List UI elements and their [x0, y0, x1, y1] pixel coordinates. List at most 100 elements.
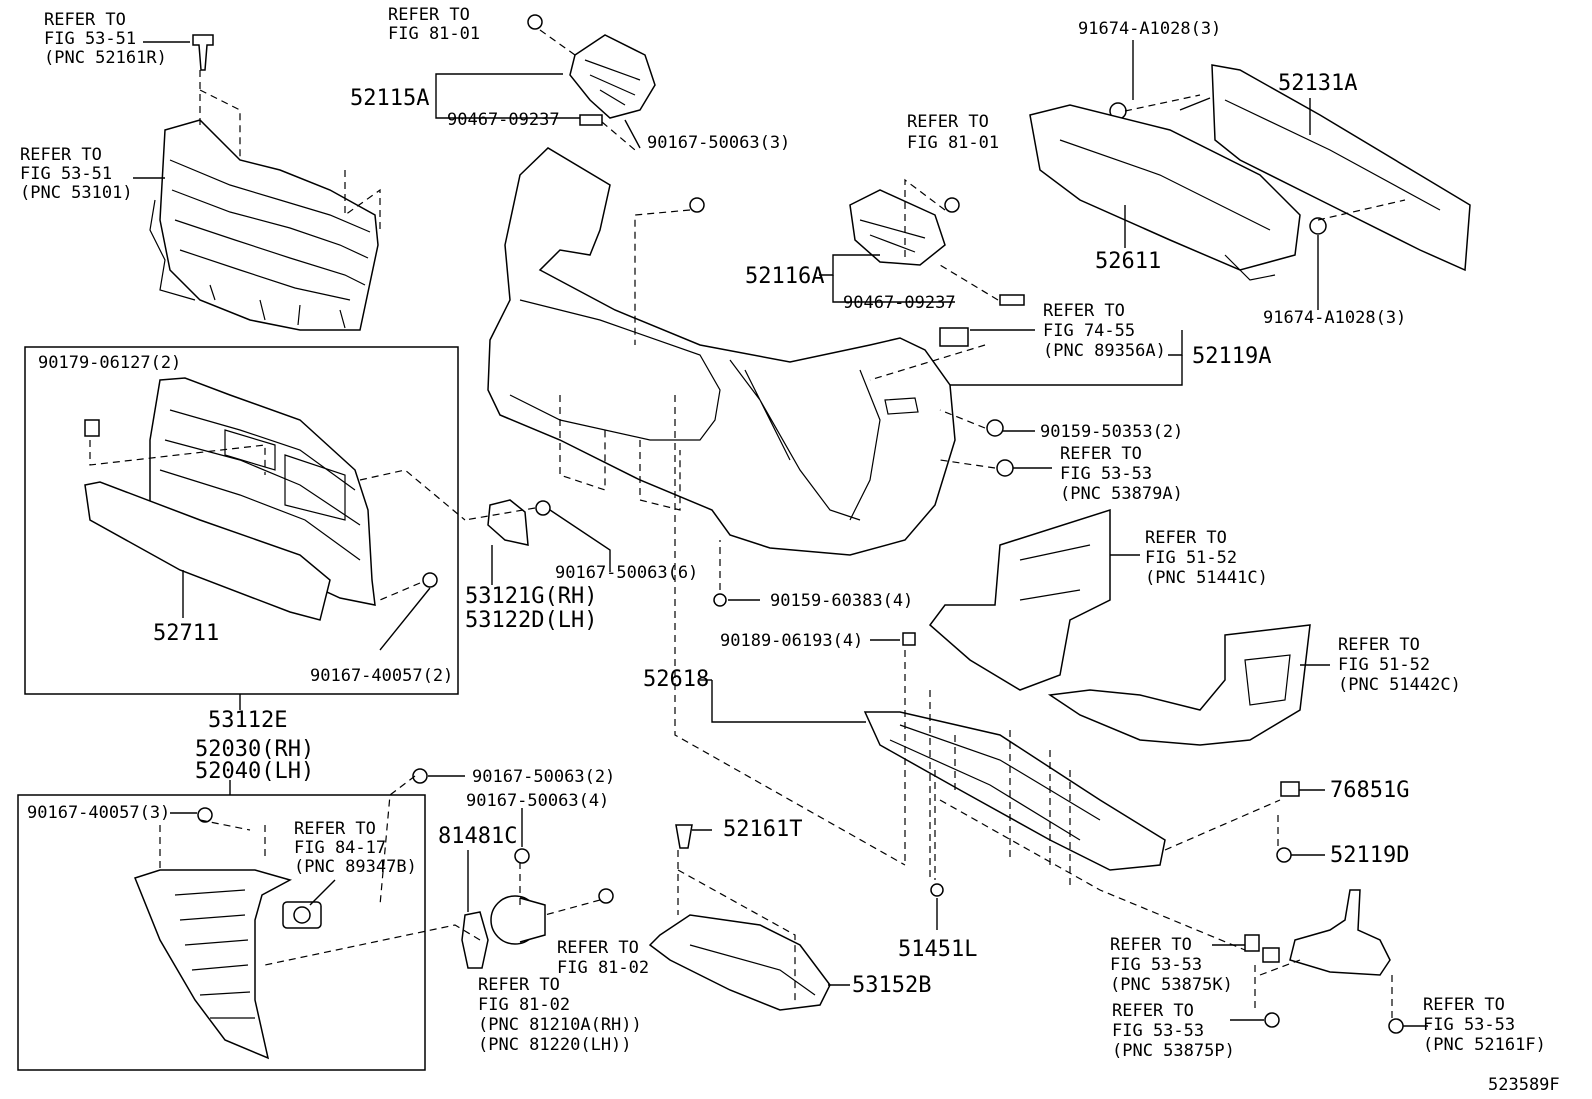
part-90179-06127: 90179-06127(2) [38, 353, 181, 373]
side-grille-assembly-box [17, 794, 426, 1071]
part-90467-09237-a: 90467-09237 [447, 110, 560, 130]
part-90167-40057-3: 90167-40057(3) [27, 803, 170, 823]
diagram-id: 523589F [1488, 1075, 1560, 1095]
absorber-52611-part [1029, 104, 1301, 281]
part-90167-50063-3: 90167-50063(3) [647, 133, 790, 153]
ref-81-01-a-l1: REFER TO [388, 5, 470, 25]
ref-51-52-a-l2: FIG 51-52 [1145, 548, 1237, 568]
part-52611: 52611 [1095, 249, 1161, 274]
ref-81-01-b-l2: FIG 81-01 [907, 133, 999, 153]
ref-53-51-b-l3: (PNC 53101) [20, 183, 133, 203]
bumper-cover-52119A-part [487, 147, 956, 556]
part-91674-top: 91674-A1028(3) [1078, 19, 1221, 39]
ref-53-53-d-l3: (PNC 52161F) [1423, 1035, 1546, 1055]
part-52040: 52040(LH) [195, 759, 314, 784]
part-52116A: 52116A [745, 264, 824, 289]
part-90167-50063-4: 90167-50063(4) [466, 791, 609, 811]
part-90467-09237-b: 90467-09237 [843, 293, 956, 313]
ref-53-53-c-l3: (PNC 53875P) [1112, 1041, 1235, 1061]
lower-cover-52618-part [863, 711, 1166, 871]
ref-81-02-b-l4: (PNC 81220(LH)) [478, 1035, 632, 1055]
part-52119D: 52119D [1330, 843, 1409, 868]
ref-81-01-b-l1: REFER TO [907, 112, 989, 132]
assembly-dashed-lines [89, 29, 1406, 1018]
ref-53-51-a-l2: FIG 53-51 [44, 29, 136, 49]
upper-grille-part [149, 119, 379, 331]
part-52161T: 52161T [723, 817, 802, 842]
part-53152B: 53152B [852, 973, 931, 998]
nut-90179-part [84, 419, 100, 437]
ref-53-53-a-l3: (PNC 53879A) [1060, 484, 1183, 504]
ref-53-53-b-l2: FIG 53-53 [1110, 955, 1202, 975]
ref-81-02-a-l2: FIG 81-02 [557, 958, 649, 978]
ref-81-02-a-l1: REFER TO [557, 938, 639, 958]
clip-52161R-part [192, 34, 214, 71]
cover-53152B-part [648, 914, 831, 1011]
ref-84-17-l1: REFER TO [294, 819, 376, 839]
part-53122D: 53122D(LH) [465, 608, 597, 633]
ref-81-02-b-l1: REFER TO [478, 975, 560, 995]
part-52030: 52030(RH) [195, 737, 314, 762]
side-grille-52030-part [134, 869, 292, 1060]
ref-74-55-l2: FIG 74-55 [1043, 321, 1135, 341]
part-53121G: 53121G(RH) [465, 584, 597, 609]
ref-53-53-c-l2: FIG 53-53 [1112, 1021, 1204, 1041]
ref-51-52-b-l2: FIG 51-52 [1338, 655, 1430, 675]
part-90189-06193: 90189-06193(4) [720, 631, 863, 651]
ref-53-53-b-l3: (PNC 53875K) [1110, 975, 1233, 995]
bolt-icon [197, 14, 1404, 1034]
ref-84-17-l2: FIG 84-17 [294, 838, 386, 858]
ref-51-52-a-l1: REFER TO [1145, 528, 1227, 548]
ref-53-53-c-l1: REFER TO [1112, 1001, 1194, 1021]
bracket-52115A-part [569, 34, 656, 119]
ref-51-52-b-l1: REFER TO [1338, 635, 1420, 655]
under-cover-51442C-part [1047, 624, 1311, 746]
under-cover-51441C-part [928, 508, 1111, 691]
part-91674-bottom: 91674-A1028(3) [1263, 308, 1406, 328]
ref-74-55-l3: (PNC 89356A) [1043, 341, 1166, 361]
ref-53-51-a-l1: REFER TO [44, 10, 126, 30]
part-90167-40057-2: 90167-40057(2) [310, 666, 453, 686]
cover-81481C-part [461, 911, 489, 969]
ref-53-53-a-l1: REFER TO [1060, 444, 1142, 464]
sensor-89347B-part [282, 901, 322, 929]
grille-assembly-box [24, 346, 459, 695]
part-90159-50353: 90159-50353(2) [1040, 422, 1183, 442]
cap-89356A-part [939, 327, 969, 347]
bracket-lower-right-part [1289, 889, 1391, 976]
ref-81-02-b-l2: FIG 81-02 [478, 995, 570, 1015]
ref-74-55-l1: REFER TO [1043, 301, 1125, 321]
ref-84-17-l3: (PNC 89347B) [294, 857, 417, 877]
ref-53-53-d-l2: FIG 53-53 [1423, 1015, 1515, 1035]
ref-51-52-a-l3: (PNC 51441C) [1145, 568, 1268, 588]
bracket-52116A-part [849, 189, 946, 266]
leader-lines [17, 40, 1428, 1071]
ref-81-01-a-l2: FIG 81-01 [388, 24, 480, 44]
bracket-53121G-part [487, 499, 529, 546]
clip-53875K-part [1244, 934, 1260, 952]
part-90159-60383: 90159-60383(4) [770, 591, 913, 611]
part-52711: 52711 [153, 621, 219, 646]
part-90167-50063-2: 90167-50063(2) [472, 767, 615, 787]
reinforcement-52131A-part [1211, 64, 1471, 272]
part-81481C: 81481C [438, 824, 517, 849]
part-51451L: 51451L [898, 937, 977, 962]
ref-53-51-b-l1: REFER TO [20, 145, 102, 165]
ref-53-51-b-l2: FIG 53-51 [20, 164, 112, 184]
ref-53-53-a-l2: FIG 53-53 [1060, 464, 1152, 484]
ref-51-52-b-l3: (PNC 51442C) [1338, 675, 1461, 695]
ref-53-53-b-l1: REFER TO [1110, 935, 1192, 955]
part-90167-50063-6: 90167-50063(6) [555, 563, 698, 583]
part-52131A: 52131A [1278, 71, 1357, 96]
part-52115A: 52115A [350, 86, 429, 111]
part-76851G: 76851G [1330, 778, 1409, 803]
part-52618: 52618 [643, 667, 709, 692]
ref-53-51-a-l3: (PNC 52161R) [44, 48, 167, 68]
ref-81-02-b-l3: (PNC 81210A(RH)) [478, 1015, 642, 1035]
fog-lamp-part [490, 895, 546, 945]
part-53112E: 53112E [208, 708, 287, 733]
part-labels: REFER TO FIG 53-51 (PNC 52161R) REFER TO… [20, 5, 1560, 1095]
molding-52711-part [84, 481, 331, 621]
